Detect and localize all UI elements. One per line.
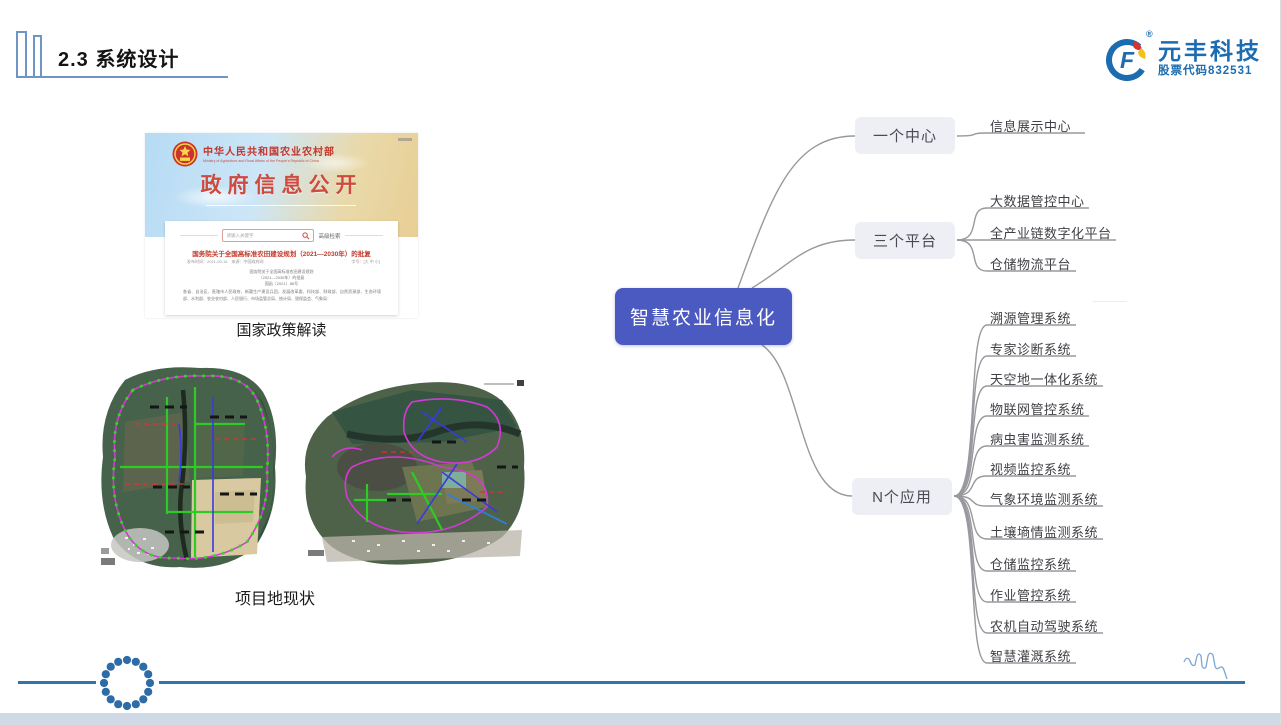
title-underline xyxy=(16,76,228,78)
dotted-circle-decoration xyxy=(99,655,155,711)
satellite-map-left xyxy=(101,367,277,568)
mindmap-leaf: 大数据管控中心 xyxy=(990,194,1085,209)
mindmap-root-node: 智慧农业信息化 xyxy=(615,288,792,345)
gov-banner-title: 政府信息公开 xyxy=(200,174,363,197)
mindmap-edge xyxy=(761,344,853,497)
mindmap-leaf: 天空地一体化系统 xyxy=(990,372,1099,387)
gov-content-card: 请输入关键字 高级检索 国务院关于全国高标准农田建设规划（2021—2030年）… xyxy=(165,221,398,315)
decoration-dot xyxy=(106,695,115,704)
logo-icon: F xyxy=(1106,39,1148,81)
decoration-dot xyxy=(144,670,153,679)
title-deco-bar xyxy=(33,35,42,78)
divider xyxy=(344,235,383,236)
gov-doc-center-line: （2021—2030年）的批复 xyxy=(258,275,305,280)
gov-doc-meta-right: 字号：[大 中 小] xyxy=(351,259,380,264)
divider xyxy=(180,235,219,236)
gov-doc-center-block: 国务院关于全国高标准农田建设规划 （2021—2030年）的批复 国函〔2021… xyxy=(165,269,398,287)
decoration-dot xyxy=(101,687,110,696)
gov-banner: 中华人民共和国农业农村部 Ministry of Agriculture and… xyxy=(145,133,418,237)
decoration-dot xyxy=(122,701,132,711)
decoration-dot xyxy=(131,657,140,666)
gov-corner-links xyxy=(398,138,412,141)
gov-ministry-name: 中华人民共和国农业农村部 xyxy=(203,147,335,158)
gov-doc-center-line: 国函〔2021〕86号 xyxy=(264,281,299,286)
mindmap-branch-node: 三个平台 xyxy=(855,222,955,259)
mindmap-leaf: 病虫害监测系统 xyxy=(990,432,1085,447)
mindmap-leaf: 作业管控系统 xyxy=(990,588,1072,603)
faint-line-artifact xyxy=(1093,301,1127,302)
logo-company-name: 元丰科技 xyxy=(1158,37,1262,64)
decoration-dot xyxy=(145,678,155,688)
squiggle-decoration xyxy=(1183,652,1228,680)
decoration-dot xyxy=(101,670,110,679)
mindmap-leaf: 仓储物流平台 xyxy=(990,257,1072,272)
slide-bottom-edge xyxy=(0,713,1280,725)
caption-policy: 国家政策解读 xyxy=(236,322,327,339)
decoration-dot xyxy=(99,678,109,688)
title-deco-bar xyxy=(16,31,27,78)
decoration-dot xyxy=(139,662,148,671)
mindmap-branch-node: 一个中心 xyxy=(855,117,955,154)
advanced-search-label: 高级检索 xyxy=(318,233,341,240)
mindmap-edge xyxy=(737,135,856,289)
mindmap-leaf: 气象环境监测系统 xyxy=(990,492,1099,507)
gov-search-placeholder: 请输入关键字 xyxy=(226,232,254,238)
satellite-map-right xyxy=(304,380,525,565)
gov-title-rule xyxy=(206,205,356,206)
gov-search-row: 请输入关键字 高级检索 xyxy=(165,229,398,242)
national-emblem-icon xyxy=(172,141,198,167)
mindmap-leaf: 土壤墒情监测系统 xyxy=(990,525,1099,540)
mindmap-branch-node: N个应用 xyxy=(852,478,952,515)
search-icon xyxy=(302,231,311,240)
decoration-dot xyxy=(106,662,115,671)
gov-doc-body: 各省、自治区、直辖市人民政府，新疆生产建设兵团，发展改革委、科技部、财政部、自然… xyxy=(183,289,381,301)
decoration-dot xyxy=(144,687,153,696)
mindmap-edge xyxy=(953,415,1089,497)
mindmap-leaf: 全产业链数字化平台 xyxy=(990,226,1112,241)
gov-search-input: 请输入关键字 xyxy=(222,229,315,242)
decoration-dot xyxy=(139,695,148,704)
mindmap-leaf: 溯源管理系统 xyxy=(990,311,1072,326)
mindmap-leaf: 农机自动驾驶系统 xyxy=(990,619,1099,634)
company-logo: F ® 元丰科技 股票代码832531 xyxy=(1103,29,1262,83)
footer-line xyxy=(159,681,1245,684)
mindmap-leaf: 专家诊断系统 xyxy=(990,342,1072,357)
gov-doc-center-line: 国务院关于全国高标准农田建设规划 xyxy=(249,269,314,274)
gov-doc-meta-left: 发布时间：2021-09-16 来源：中国政府网 xyxy=(187,259,264,264)
caption-site: 项目地现状 xyxy=(234,591,315,608)
footer-line xyxy=(18,681,96,684)
page-title: 2.3 系统设计 xyxy=(58,49,180,71)
mindmap-leaf: 智慧灌溉系统 xyxy=(990,649,1072,664)
svg-text:F: F xyxy=(1120,47,1135,73)
mindmap-leaf: 仓储监控系统 xyxy=(990,557,1072,572)
registered-mark: ® xyxy=(1146,29,1153,39)
gov-doc-title: 国务院关于全国高标准农田建设规划（2021—2030年）的批复 xyxy=(192,251,371,258)
mindmap-edge xyxy=(751,239,856,289)
logo-stock-code: 股票代码832531 xyxy=(1158,65,1253,78)
decoration-dot xyxy=(131,700,140,709)
mindmap-leaf: 视频监控系统 xyxy=(990,462,1072,477)
gov-ministry-name-en: Ministry of Agriculture and Rural Affair… xyxy=(203,159,319,163)
gov-doc-meta: 发布时间：2021-09-16 来源：中国政府网 字号：[大 中 小] xyxy=(187,259,380,265)
decoration-dot xyxy=(114,700,123,709)
decoration-dot xyxy=(114,657,123,666)
decoration-dot xyxy=(122,655,132,665)
mindmap-leaf: 物联网管控系统 xyxy=(990,402,1085,417)
mindmap-leaf: 信息展示中心 xyxy=(990,119,1072,134)
gov-website-screenshot: 中华人民共和国农业农村部 Ministry of Agriculture and… xyxy=(145,133,418,318)
